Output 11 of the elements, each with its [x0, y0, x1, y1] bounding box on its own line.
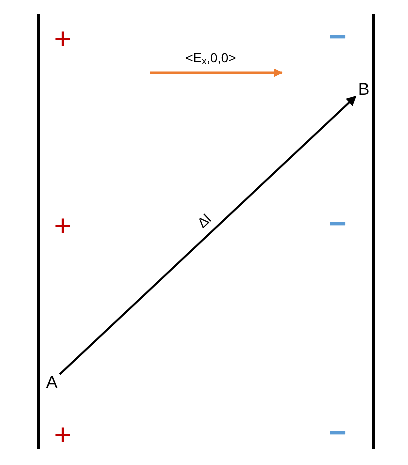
- field-label: <E$_{x}$,0,0>: [186, 52, 236, 64]
- edge-label: Δl: [194, 211, 214, 230]
- plus-sign: +: [54, 421, 72, 451]
- arrow: [59, 96, 357, 376]
- minus-sign: −: [329, 419, 347, 449]
- minus-sign: −: [329, 23, 347, 53]
- point-label: A: [44, 371, 60, 393]
- plus-sign: +: [54, 212, 72, 242]
- plus-sign: +: [54, 25, 72, 55]
- point-label: B: [356, 78, 372, 100]
- minus-sign: −: [329, 210, 347, 240]
